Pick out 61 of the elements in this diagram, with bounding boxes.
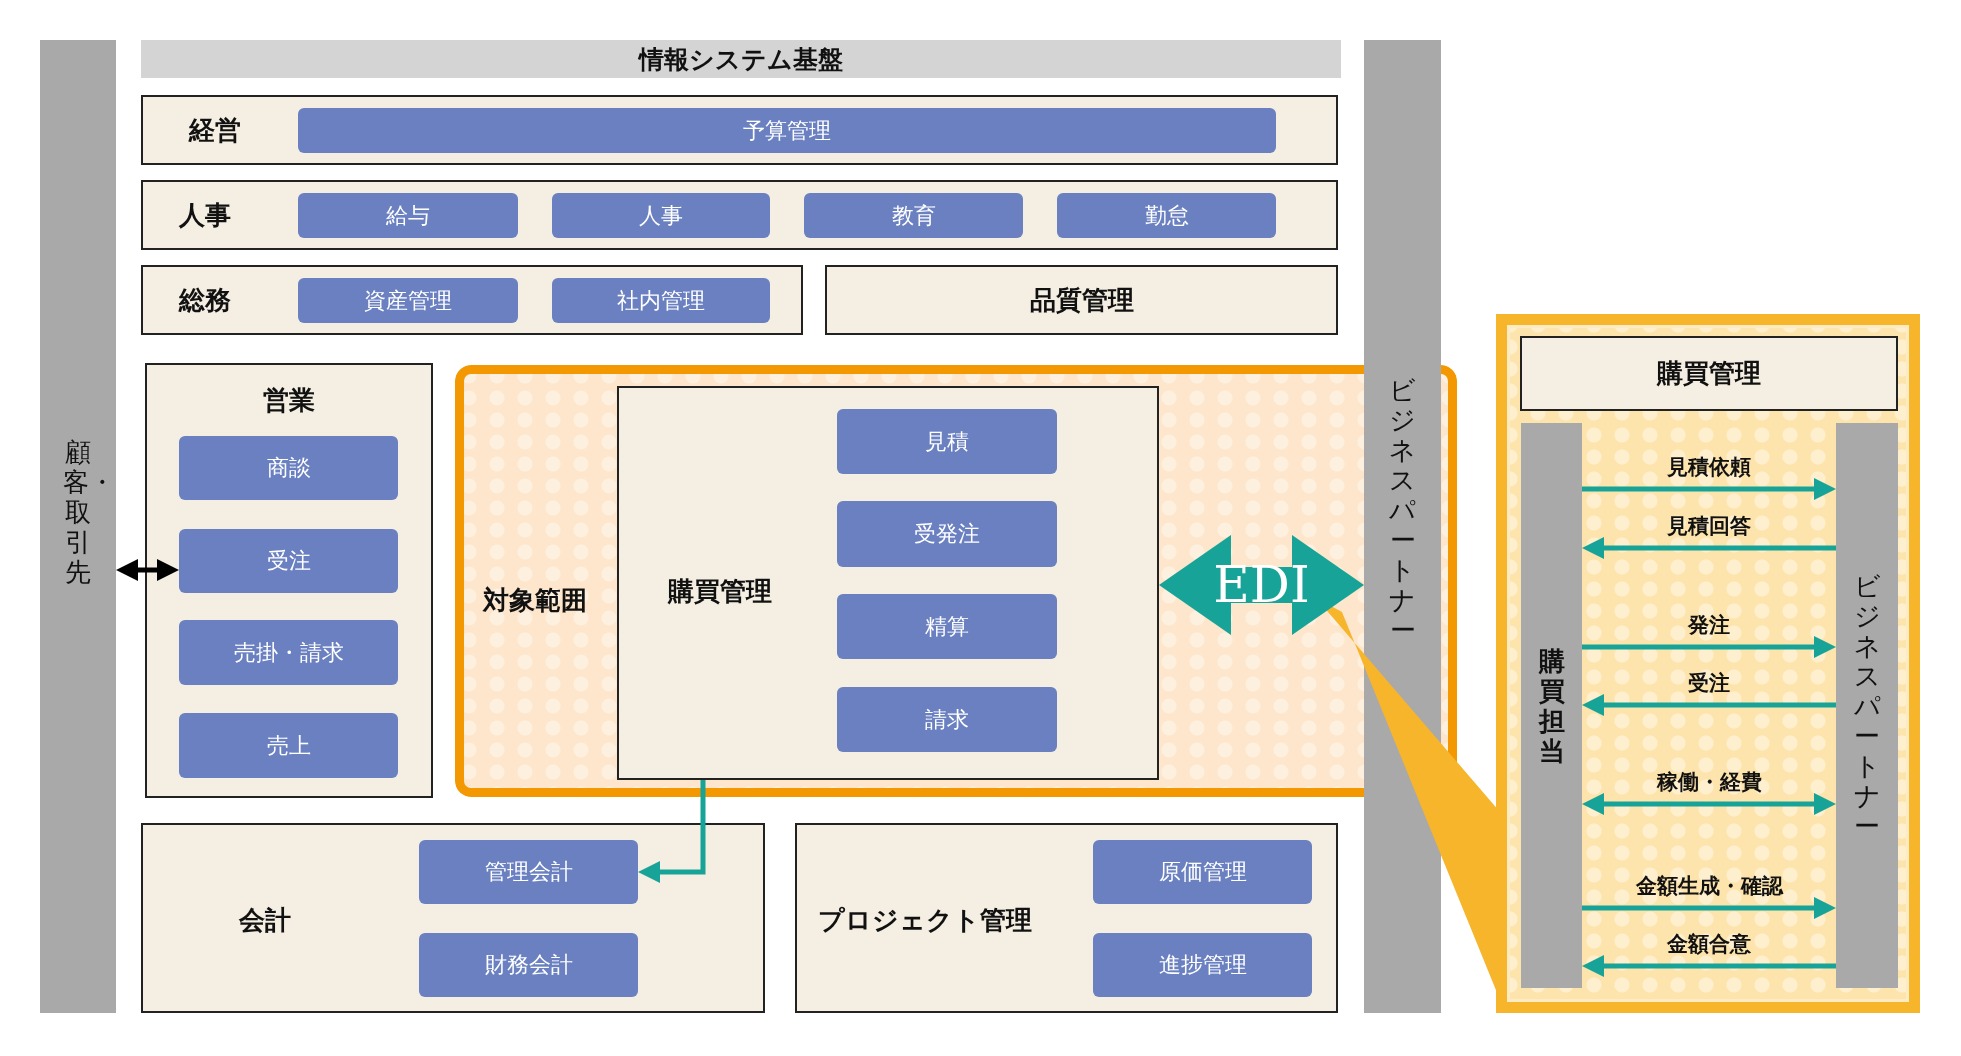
system-box: 購買管理: [1520, 336, 1898, 411]
module-box: 受注: [179, 529, 398, 593]
module-box: 給与: [298, 193, 518, 238]
department-box: [141, 265, 803, 335]
module-box: 売上: [179, 713, 398, 778]
module-box: 精算: [837, 594, 1057, 659]
module-box: 見積: [837, 409, 1057, 474]
arrow: [1582, 537, 1836, 559]
module-box: 原価管理: [1093, 840, 1312, 904]
arrow: [1582, 897, 1836, 919]
heading: 経営: [187, 113, 242, 147]
arrow: [1582, 793, 1836, 815]
scope-region: [455, 365, 1457, 797]
heading: 営業: [262, 383, 316, 417]
edge-label: EDI: [1213, 556, 1310, 614]
side-bar: ビジネスパートナー: [1364, 40, 1441, 1013]
callout-panel: [1496, 314, 1920, 1013]
department-box: 品質管理: [825, 265, 1338, 335]
arrow: [1582, 694, 1836, 716]
double-arrow: [1159, 535, 1364, 635]
module-box: 人事: [552, 193, 770, 238]
system-box: [617, 386, 1159, 780]
department-box: [145, 363, 433, 798]
arrow: [116, 559, 179, 581]
heading: プロジェクト管理: [817, 903, 1033, 937]
edge-label: 見積依頼: [1667, 454, 1751, 481]
edge-label: 見積回答: [1667, 513, 1751, 540]
edge-label: 受注: [1688, 670, 1730, 697]
module-box: 商談: [179, 436, 398, 500]
arrow: [1582, 636, 1836, 658]
edge-label: 発注: [1688, 612, 1730, 639]
edge-label: 金額生成・確認: [1635, 873, 1783, 900]
arrow: [1582, 478, 1836, 500]
heading: 対象範囲: [481, 583, 588, 617]
module-box: 予算管理: [298, 108, 1276, 153]
module-box: 財務会計: [419, 933, 638, 997]
module-box: 受発注: [837, 501, 1057, 567]
department-box: [141, 95, 1338, 165]
role-bar: ビジネスパートナー: [1836, 423, 1898, 988]
module-box: 資産管理: [298, 278, 518, 323]
department-box: [795, 823, 1338, 1013]
side-bar: 顧客・取引先: [40, 40, 116, 1013]
module-box: 社内管理: [552, 278, 770, 323]
edge-label: 金額合意: [1667, 931, 1751, 958]
arrow: [638, 780, 706, 883]
module-box: 勤怠: [1057, 193, 1276, 238]
title-band: 情報システム基盤: [141, 40, 1341, 78]
department-box: [141, 823, 765, 1013]
module-box: 進捗管理: [1093, 933, 1312, 997]
heading: 会計: [238, 903, 292, 937]
heading: 購買管理: [666, 574, 773, 608]
heading: 総務: [177, 283, 232, 317]
module-box: 管理会計: [419, 840, 638, 904]
department-box: [141, 180, 1338, 250]
module-box: 請求: [837, 687, 1057, 752]
module-box: 売掛・請求: [179, 620, 398, 685]
role-bar: 購買担当: [1521, 423, 1582, 988]
heading: 人事: [178, 198, 232, 232]
edge-label: 稼働・経費: [1656, 769, 1762, 796]
module-box: 教育: [804, 193, 1023, 238]
arrow: [1582, 955, 1836, 977]
